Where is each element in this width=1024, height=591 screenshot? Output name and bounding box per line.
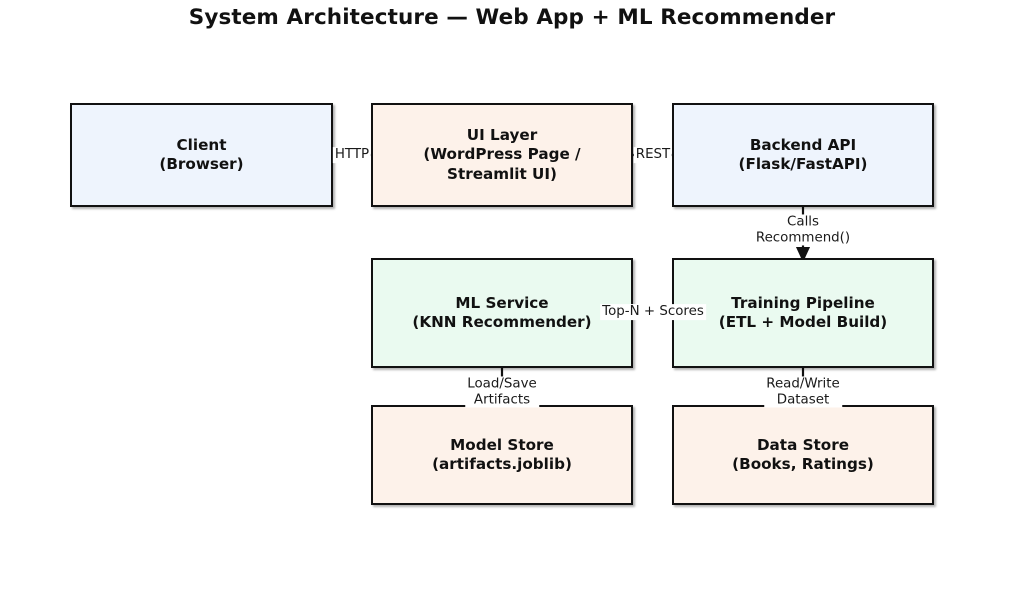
node-ml-service[interactable]: ML Service (KNN Recommender) — [371, 258, 633, 368]
node-model-store-label: Model Store (artifacts.joblib) — [432, 435, 572, 473]
node-client[interactable]: Client (Browser) — [70, 103, 333, 207]
node-data-store[interactable]: Data Store (Books, Ratings) — [672, 405, 934, 505]
node-ml-service-label: ML Service (KNN Recommender) — [412, 293, 592, 331]
page-title: System Architecture — Web App + ML Recom… — [188, 5, 836, 30]
node-client-label: Client (Browser) — [159, 135, 244, 173]
node-ui-layer-label: UI Layer (WordPress Page / Streamlit UI) — [423, 125, 581, 183]
node-training-pipeline[interactable]: Training Pipeline (ETL + Model Build) — [672, 258, 934, 368]
node-model-store[interactable]: Model Store (artifacts.joblib) — [371, 405, 633, 505]
node-backend-api[interactable]: Backend API (Flask/FastAPI) — [672, 103, 934, 207]
node-data-store-label: Data Store (Books, Ratings) — [732, 435, 874, 473]
node-backend-api-label: Backend API (Flask/FastAPI) — [738, 135, 868, 173]
node-training-pipeline-label: Training Pipeline (ETL + Model Build) — [718, 293, 888, 331]
node-ui-layer[interactable]: UI Layer (WordPress Page / Streamlit UI) — [371, 103, 633, 207]
